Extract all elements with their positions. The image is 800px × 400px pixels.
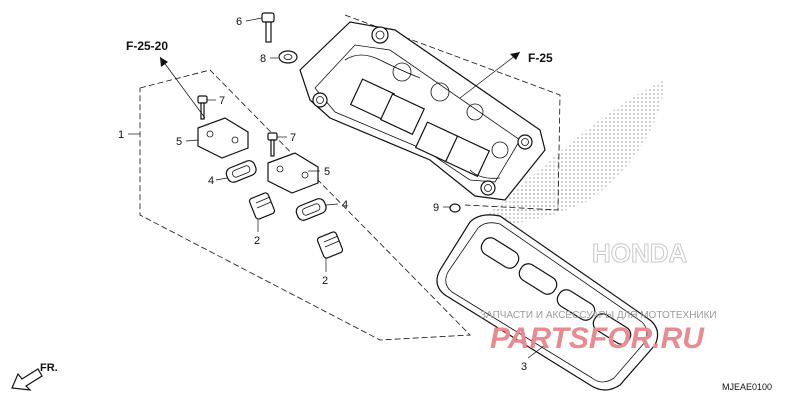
- callout-9: 9: [433, 202, 439, 214]
- bolt-7b: [267, 132, 287, 157]
- watermark-tagline: ЗАПЧАСТИ И АКСЕССУАРЫ ДЛЯ МОТОТЕХНИКИ: [480, 310, 717, 321]
- ref-label-f25: F-25: [528, 51, 553, 65]
- cover-frame: [344, 14, 561, 211]
- ref-arrow-f25: [459, 51, 521, 99]
- callout-2a: 2: [254, 235, 260, 247]
- callout-2b: 2: [322, 275, 328, 287]
- seal-2b: [316, 231, 344, 272]
- grommet-4a: [215, 160, 257, 183]
- front-arrow: FR.: [11, 362, 58, 391]
- assembly-frame-1: [139, 69, 471, 341]
- honda-brand-text: HONDA: [592, 238, 688, 268]
- grommet-4b: [295, 198, 339, 221]
- bracket-5a: [185, 117, 249, 159]
- callout-1: 1: [118, 129, 124, 141]
- watermark-logo: PARTSFOR.RU: [490, 322, 705, 355]
- callout-5a: 5: [176, 136, 182, 148]
- callout-3: 3: [521, 361, 527, 373]
- callout-7a: 7: [219, 95, 225, 107]
- callout-6: 6: [236, 16, 242, 28]
- ref-arrow-f25-20: [159, 56, 206, 119]
- cylinder-head-cover: [299, 21, 546, 201]
- bolt-7a: [197, 95, 216, 120]
- washer-8: [270, 50, 298, 64]
- callout-4a: 4: [208, 175, 214, 187]
- cover-gasket-3: [436, 214, 659, 391]
- washer-9: [443, 203, 461, 213]
- diagram-code: MJEAE0100: [722, 382, 772, 392]
- seal-2a: [248, 192, 276, 232]
- bolt-6: [245, 12, 275, 43]
- callout-4b: 4: [342, 199, 348, 211]
- callout-5b: 5: [324, 166, 330, 178]
- front-label: FR.: [40, 362, 58, 374]
- honda-wing-watermark: HONDA: [470, 80, 688, 269]
- callout-8: 8: [260, 53, 266, 65]
- bracket-5b: [267, 152, 320, 194]
- ref-label-f25-20: F-25-20: [126, 39, 168, 53]
- callout-7b: 7: [290, 132, 296, 144]
